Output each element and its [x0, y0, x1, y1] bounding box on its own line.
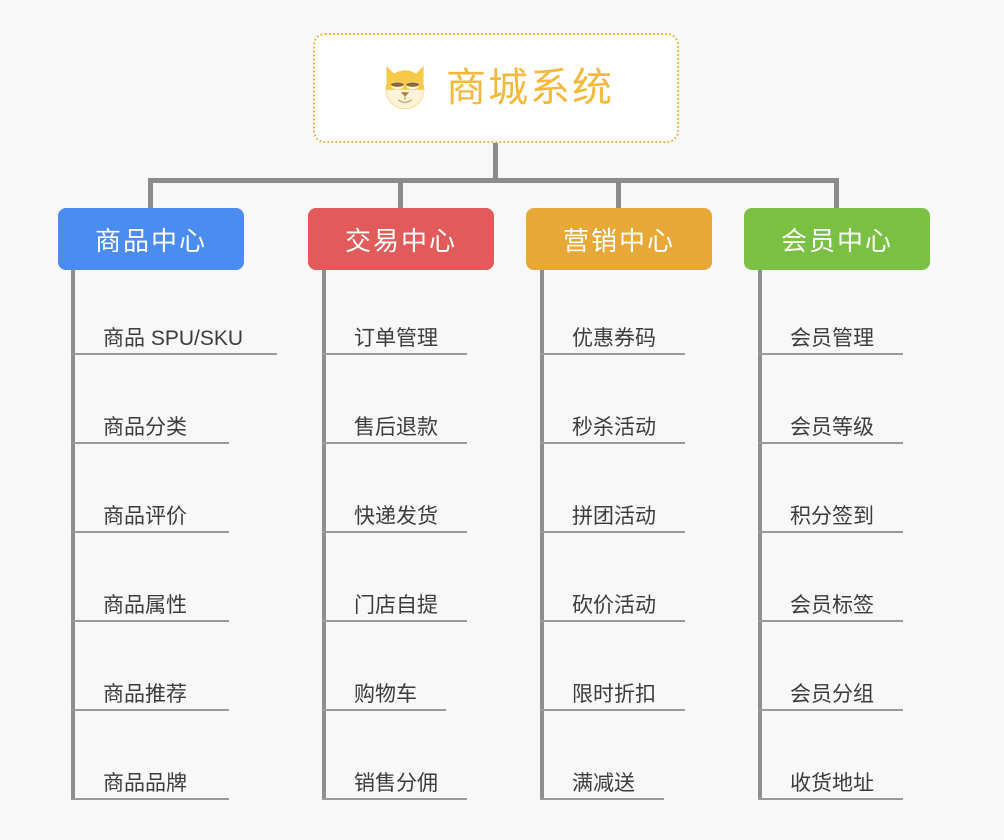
list-item[interactable]: 会员等级: [758, 400, 903, 444]
connector-drop-2: [398, 178, 403, 210]
leaf-label: 快递发货: [354, 504, 438, 528]
spine-column-2: [322, 270, 326, 800]
leaf-label: 秒杀活动: [572, 415, 656, 439]
leaf-label: 会员分组: [790, 682, 874, 706]
leaf-label: 商品属性: [103, 593, 187, 617]
list-item[interactable]: 会员管理: [758, 311, 903, 355]
leaf-label: 商品品牌: [103, 771, 187, 795]
connector-horizontal-bus: [148, 178, 839, 183]
list-item[interactable]: 商品 SPU/SKU: [71, 311, 277, 355]
root-node[interactable]: 商城系统: [313, 33, 679, 143]
list-item[interactable]: 商品品牌: [71, 756, 229, 800]
list-item[interactable]: 拼团活动: [540, 489, 685, 533]
category-box-2[interactable]: 交易中心: [308, 208, 494, 270]
leaf-label: 会员等级: [790, 415, 874, 439]
connector-root-stub: [493, 143, 498, 180]
leaf-label: 收货地址: [790, 771, 874, 795]
list-item[interactable]: 积分签到: [758, 489, 903, 533]
list-item[interactable]: 优惠券码: [540, 311, 685, 355]
list-item[interactable]: 门店自提: [322, 578, 467, 622]
connector-drop-4: [834, 178, 839, 210]
list-item[interactable]: 满减送: [540, 756, 664, 800]
list-item[interactable]: 会员标签: [758, 578, 903, 622]
list-item[interactable]: 购物车: [322, 667, 446, 711]
dog-face-icon: [385, 66, 425, 110]
spine-column-4: [758, 270, 762, 800]
list-item[interactable]: 会员分组: [758, 667, 903, 711]
leaf-label: 销售分佣: [354, 771, 438, 795]
list-item[interactable]: 商品评价: [71, 489, 229, 533]
list-item[interactable]: 商品分类: [71, 400, 229, 444]
list-item[interactable]: 砍价活动: [540, 578, 685, 622]
leaf-label: 会员标签: [790, 593, 874, 617]
connector-drop-1: [148, 178, 153, 210]
list-item[interactable]: 限时折扣: [540, 667, 685, 711]
list-item[interactable]: 售后退款: [322, 400, 467, 444]
leaf-label: 商品评价: [103, 504, 187, 528]
leaf-label: 商品 SPU/SKU: [103, 326, 244, 350]
list-item[interactable]: 商品推荐: [71, 667, 229, 711]
list-item[interactable]: 销售分佣: [322, 756, 467, 800]
category-box-4[interactable]: 会员中心: [744, 208, 930, 270]
leaf-label: 会员管理: [790, 326, 874, 350]
category-label-2: 交易中心: [344, 225, 457, 256]
leaf-label: 购物车: [354, 682, 417, 706]
category-box-3[interactable]: 营销中心: [526, 208, 712, 270]
category-box-1[interactable]: 商品中心: [58, 208, 244, 270]
leaf-label: 售后退款: [354, 415, 438, 439]
leaf-label: 积分签到: [790, 504, 874, 528]
leaf-label: 优惠券码: [572, 326, 656, 350]
leaf-label: 满减送: [572, 771, 635, 795]
category-label-4: 会员中心: [780, 225, 893, 256]
connector-drop-3: [616, 178, 621, 210]
spine-column-1: [71, 270, 75, 800]
category-label-3: 营销中心: [562, 225, 675, 256]
list-item[interactable]: 订单管理: [322, 311, 467, 355]
list-item[interactable]: 快递发货: [322, 489, 467, 533]
category-label-1: 商品中心: [94, 225, 207, 256]
list-item[interactable]: 商品属性: [71, 578, 229, 622]
leaf-label: 商品推荐: [103, 682, 187, 706]
leaf-label: 订单管理: [354, 326, 438, 350]
list-item[interactable]: 收货地址: [758, 756, 903, 800]
leaf-label: 砍价活动: [572, 593, 656, 617]
list-item[interactable]: 秒杀活动: [540, 400, 685, 444]
leaf-label: 商品分类: [103, 415, 187, 439]
spine-column-3: [540, 270, 544, 800]
leaf-label: 拼团活动: [572, 504, 656, 528]
leaf-label: 门店自提: [354, 593, 438, 617]
root-title: 商城系统: [446, 66, 614, 110]
leaf-label: 限时折扣: [572, 682, 656, 706]
